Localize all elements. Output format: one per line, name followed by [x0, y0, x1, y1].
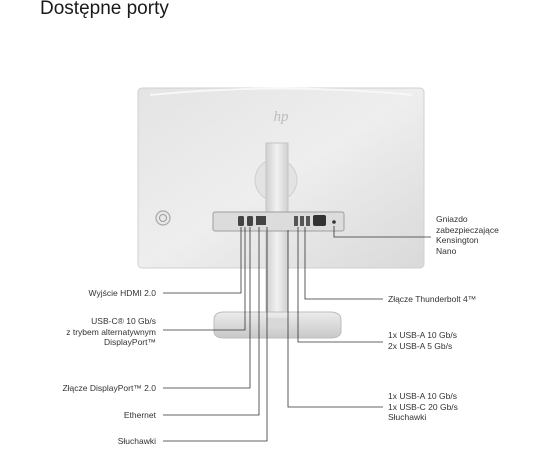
label-headphones: Słuchawki: [117, 436, 156, 446]
callout-kensington: [333, 226, 431, 238]
callout-ethernet: [163, 227, 260, 416]
callout-displayport: [163, 227, 251, 389]
port-bay: [212, 211, 345, 232]
hp-logo: hp: [274, 109, 290, 125]
usb-a-port: [306, 216, 310, 226]
callout-usbc-alt: [163, 227, 246, 331]
callout-hdmi: [163, 227, 242, 294]
callout-headphones: [163, 227, 268, 442]
usbc-port: [238, 216, 244, 226]
label-usba-group: 1x USB-A 10 Gb/s 2x USB-A 5 Gb/s: [388, 330, 457, 351]
callout-side-group: [287, 230, 383, 408]
label-hdmi: Wyjście HDMI 2.0: [88, 288, 156, 298]
usb-a-port: [300, 216, 304, 226]
usb-a-port: [294, 216, 298, 226]
label-ethernet: Ethernet: [123, 410, 156, 420]
ethernet-port: [256, 216, 266, 225]
kensington-slot: [332, 220, 336, 224]
label-kensington: Gniazdo zabezpieczające Kensington Nano: [436, 214, 499, 256]
callout-lines: [163, 226, 431, 442]
callout-thunderbolt: [304, 227, 383, 300]
svg-text:hp: hp: [274, 109, 290, 125]
label-thunderbolt: Złącze Thunderbolt 4™: [388, 294, 477, 304]
label-displayport: Złącze DisplayPort™ 2.0: [62, 383, 156, 393]
stand-base: [213, 311, 342, 339]
label-side-group: 1x USB-A 10 Gb/s 1x USB-C 20 Gb/s Słucha…: [388, 391, 458, 422]
label-usbc-alt: USB-C® 10 Gb/s z trybem alternatywnym Di…: [66, 316, 156, 347]
power-button[interactable]: [155, 210, 171, 226]
displayport-port: [247, 216, 253, 226]
callout-usba-group: [297, 227, 383, 343]
thunderbolt-port: [313, 215, 326, 226]
page-title: Dostępne porty: [40, 0, 169, 19]
